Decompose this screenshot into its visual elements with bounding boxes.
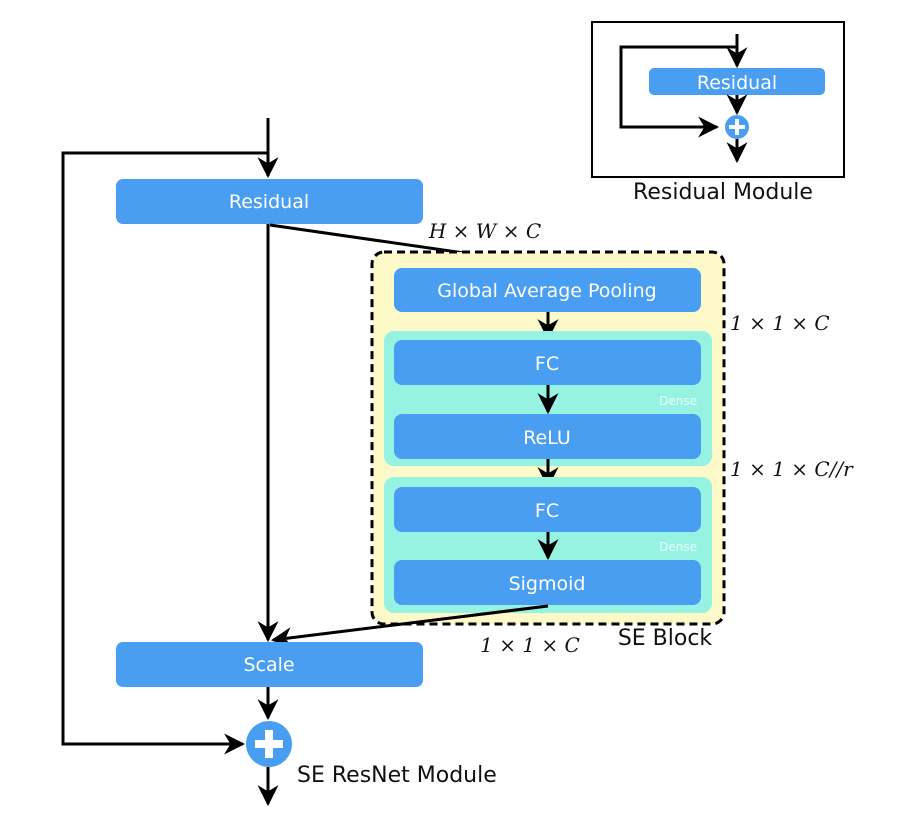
inset-residual-box: [649, 68, 825, 95]
se-to-scale-arrow: [270, 604, 549, 649]
inset-skip-connection: [619, 45, 737, 138]
dim-after-pooling-label: 1 × 1 × C: [730, 311, 830, 335]
plus-horizontal: [255, 740, 283, 748]
main-skip-connection: [61, 151, 268, 755]
fc1-label: FC: [535, 353, 559, 375]
se-block-title: SE Block: [618, 626, 713, 651]
gap-label: Global Average Pooling: [437, 280, 656, 302]
sigmoid-label: Sigmoid: [509, 573, 586, 595]
sigmoid-box: [394, 560, 701, 605]
dim-input-label: H × W × C: [428, 219, 541, 243]
dense1-tag: Dense: [659, 394, 697, 408]
gap-box: [394, 268, 701, 312]
inset-plus-horizontal: [729, 125, 745, 129]
dense2-tag: Dense: [659, 540, 697, 554]
scale-box: [116, 642, 423, 687]
inset-frame: [591, 21, 845, 178]
inset-title: Residual Module: [633, 180, 813, 205]
inset-residual-module: Residual Residual Module: [591, 21, 845, 205]
se-block: Global Average Pooling FC Dense ReLU FC …: [370, 250, 726, 651]
inset-residual-label: Residual: [697, 72, 777, 94]
fc1-box: [394, 340, 701, 385]
dim-after-dense1-label: 1 × 1 × C//r: [730, 457, 854, 481]
se-resnet-module-title: SE ResNet Module: [297, 763, 497, 788]
fc2-label: FC: [535, 500, 559, 522]
relu-label: ReLU: [523, 427, 571, 449]
residual-box: [116, 179, 423, 224]
residual-label: Residual: [229, 191, 309, 213]
relu-box: [394, 414, 701, 459]
scale-label: Scale: [243, 654, 294, 676]
dim-output-label: 1 × 1 × C: [480, 633, 580, 657]
fc2-box: [394, 487, 701, 532]
